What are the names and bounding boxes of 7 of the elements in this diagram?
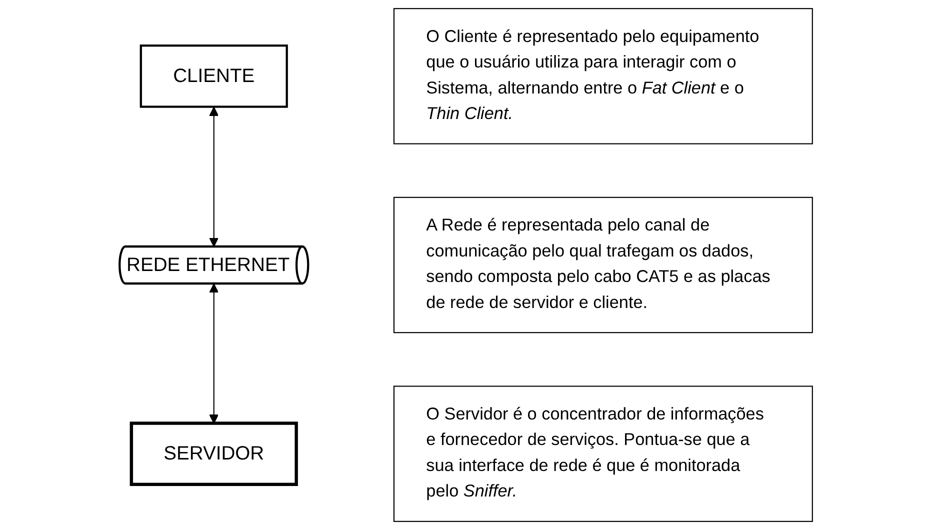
arrow [209, 106, 219, 247]
node-box: SERVIDOR [130, 422, 298, 486]
arrow [209, 284, 219, 424]
node-box: A Rede é representada pelo canal de comunicação pelo qual trafegam os dados, sendo composta pelo cabo CAT5 e as placas de rede de servidor e cliente. [393, 196, 813, 334]
node-box: O Servidor é o concentrador de informações e fornecedor de serviços. Pontua-se que a sua interface de rede é que é monitorada pelo Sniffer. [393, 386, 813, 522]
node-box: CLIENTE [140, 44, 288, 108]
node-text: REDE ETHERNET [126, 254, 290, 276]
